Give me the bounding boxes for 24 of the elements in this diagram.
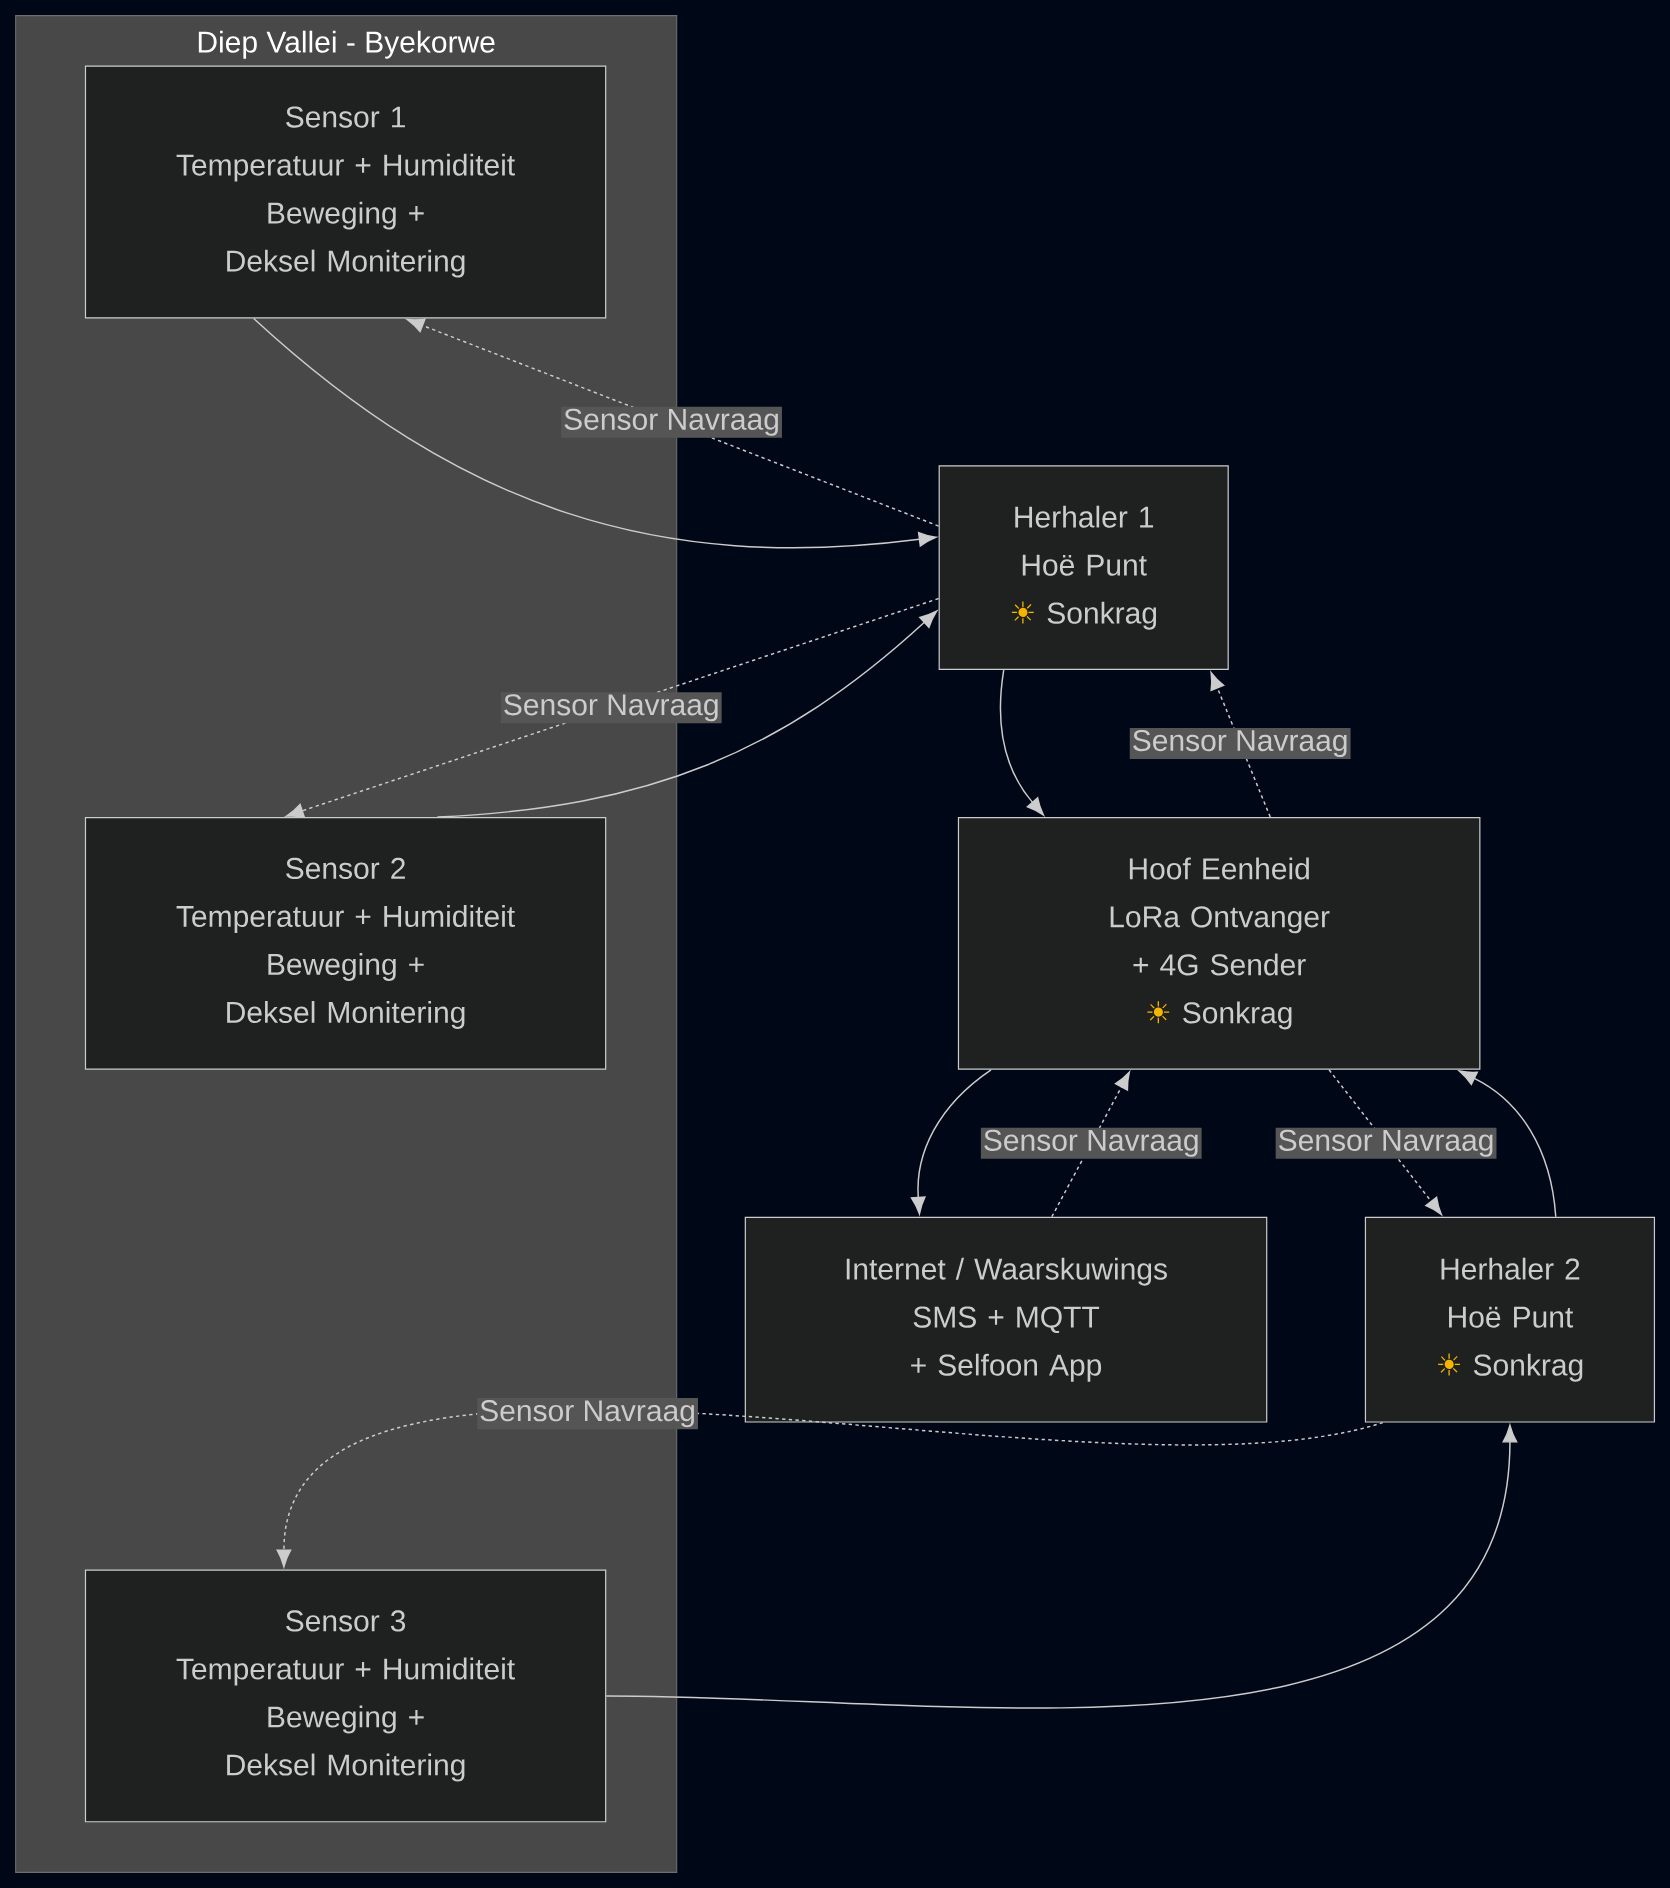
arrow	[910, 1069, 992, 1215]
arrow	[436, 610, 938, 818]
process-box: Sensor 3 Temperatuur + Humiditeit Beweging + Deksel Monitering	[84, 1569, 607, 1823]
arrow	[1210, 671, 1271, 818]
process-box: Herhaler 2 Hoë Punt ☀ Sonkrag	[1364, 1216, 1655, 1423]
edge-label: Sensor Navraag	[500, 692, 722, 724]
process-box: Internet / Waarskuwings SMS + MQTT + Selfoon App	[744, 1216, 1268, 1423]
process-box: Herhaler 1 Hoë Punt ☀ Sonkrag	[938, 465, 1229, 671]
edge-label: Sensor Navraag	[1129, 727, 1351, 760]
edge-label: Sensor Navraag	[980, 1127, 1202, 1159]
edge-label: Sensor Navraag	[561, 406, 782, 438]
arrow	[1458, 1070, 1557, 1218]
arrow	[1051, 1071, 1130, 1218]
edge-label: Sensor Navraag	[477, 1398, 698, 1430]
edge-label: Sensor Navraag	[1275, 1127, 1497, 1159]
arrow	[406, 318, 940, 527]
process-box: Sensor 1 Temperatuur + Humiditeit Beweging + Deksel Monitering	[84, 65, 607, 319]
arrow	[1328, 1069, 1443, 1216]
arrow	[999, 669, 1044, 816]
arrow	[285, 597, 940, 818]
arrow	[605, 1424, 1518, 1709]
process-box: Hoof Eenheid LoRa Ontvanger + 4G Sender ☀ Sonkrag	[957, 816, 1481, 1070]
process-box: Sensor 2 Temperatuur + Humiditeit Beweging + Deksel Monitering	[84, 816, 607, 1070]
arrow	[252, 317, 937, 549]
